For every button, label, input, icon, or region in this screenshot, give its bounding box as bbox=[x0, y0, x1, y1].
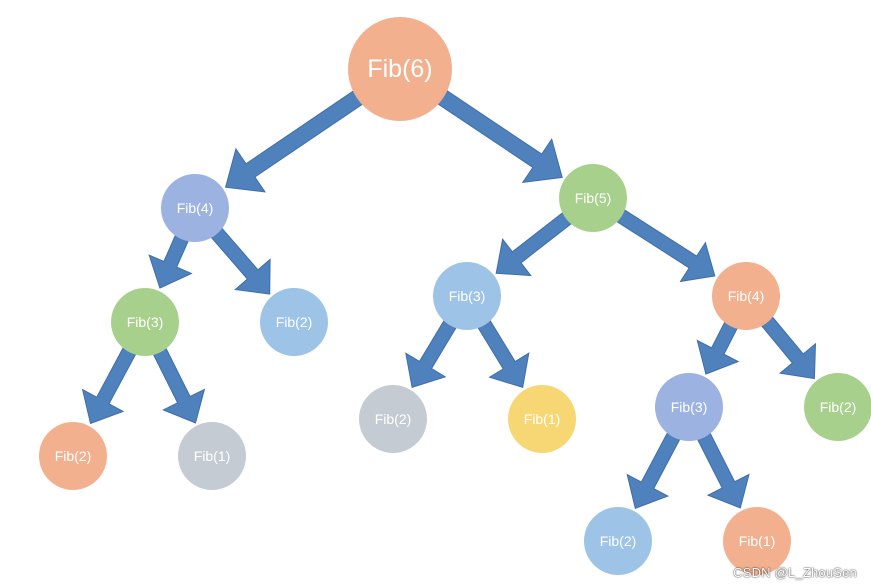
edges-layer bbox=[81, 88, 817, 509]
node-label: Fib(5) bbox=[575, 190, 612, 206]
tree-node: Fib(2) bbox=[804, 373, 871, 441]
arrow-n12-to-n15 bbox=[695, 429, 750, 509]
node-label: Fib(6) bbox=[367, 55, 432, 83]
nodes-layer: Fib(6) Fib(4) Fib(5) Fib(3) Fib(2) Fib(3) Fib(… bbox=[39, 17, 871, 575]
node-circle bbox=[359, 385, 427, 453]
node-circle bbox=[723, 507, 791, 575]
tree-node: Fib(2) bbox=[584, 507, 652, 575]
node-circle bbox=[39, 422, 107, 490]
arrow-n2-to-n5 bbox=[208, 225, 271, 295]
tree-node: Fib(1) bbox=[508, 385, 576, 453]
node-label: Fib(1) bbox=[194, 448, 231, 464]
node-label: Fib(1) bbox=[739, 533, 776, 549]
tree-node: Fib(6) bbox=[348, 17, 452, 121]
node-circle bbox=[433, 262, 501, 330]
node-label: Fib(4) bbox=[177, 200, 214, 216]
tree-node: Fib(1) bbox=[723, 507, 791, 575]
node-circle bbox=[161, 174, 229, 242]
arrow-n3-to-n7 bbox=[613, 207, 716, 283]
tree-node: Fib(5) bbox=[559, 164, 627, 232]
tree-node: Fib(3) bbox=[111, 288, 179, 356]
node-circle bbox=[348, 17, 452, 121]
node-circle bbox=[804, 373, 871, 441]
node-circle bbox=[111, 288, 179, 356]
node-circle bbox=[260, 288, 328, 356]
node-circle bbox=[712, 262, 780, 330]
node-label: Fib(1) bbox=[524, 411, 561, 427]
node-label: Fib(2) bbox=[820, 399, 857, 415]
tree-node: Fib(2) bbox=[260, 288, 328, 356]
node-label: Fib(2) bbox=[276, 314, 313, 330]
arrow-n6-to-n10 bbox=[405, 317, 459, 388]
arrow-n4-to-n8 bbox=[81, 344, 138, 425]
tree-node: Fib(1) bbox=[178, 422, 246, 490]
arrow-n1-to-n3 bbox=[434, 88, 563, 184]
node-label: Fib(2) bbox=[375, 411, 412, 427]
tree-node: Fib(3) bbox=[655, 373, 723, 441]
node-circle bbox=[584, 507, 652, 575]
node-label: Fib(3) bbox=[671, 399, 708, 415]
node-label: Fib(3) bbox=[127, 314, 164, 330]
arrow-n3-to-n6 bbox=[495, 210, 575, 277]
node-label: Fib(2) bbox=[600, 533, 637, 549]
arrow-n7-to-n12 bbox=[696, 318, 740, 375]
node-label: Fib(3) bbox=[449, 288, 486, 304]
tree-node: Fib(3) bbox=[433, 262, 501, 330]
arrow-n7-to-n13 bbox=[759, 313, 817, 380]
arrow-n4-to-n9 bbox=[151, 345, 206, 424]
arrow-n2-to-n4 bbox=[148, 232, 193, 289]
arrow-n6-to-n11 bbox=[475, 317, 530, 389]
node-label: Fib(4) bbox=[728, 288, 765, 304]
node-circle bbox=[178, 422, 246, 490]
node-circle bbox=[508, 385, 576, 453]
tree-node: Fib(2) bbox=[359, 385, 427, 453]
arrow-n1-to-n2 bbox=[224, 88, 366, 193]
tree-node: Fib(2) bbox=[39, 422, 107, 490]
node-circle bbox=[655, 373, 723, 441]
tree-node: Fib(4) bbox=[161, 174, 229, 242]
tree-node: Fib(4) bbox=[712, 262, 780, 330]
node-label: Fib(2) bbox=[55, 448, 92, 464]
node-circle bbox=[559, 164, 627, 232]
arrow-n12-to-n14 bbox=[626, 429, 682, 509]
watermark-text: CSDN @L_ZhouSen bbox=[733, 565, 857, 580]
